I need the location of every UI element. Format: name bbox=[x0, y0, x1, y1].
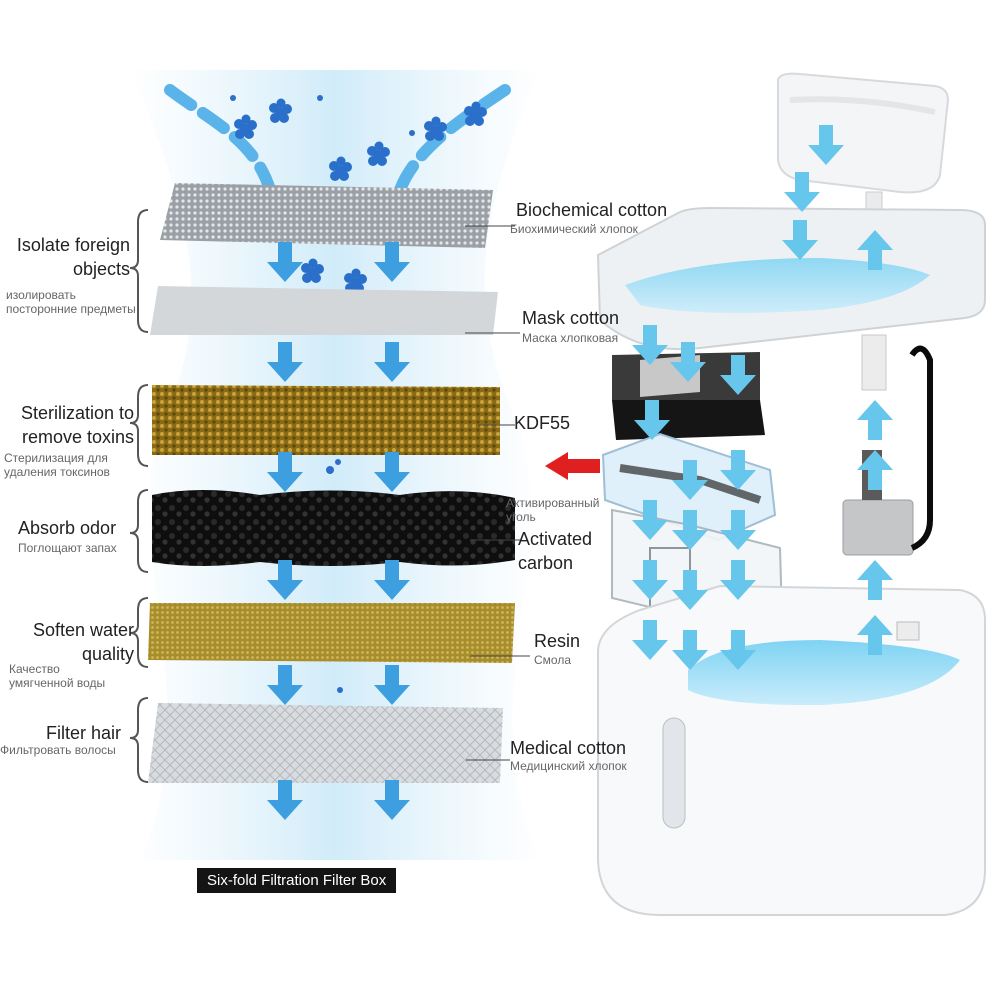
layer-label-resin-ru: Смола bbox=[534, 653, 572, 667]
left-braces bbox=[129, 209, 149, 783]
left-label-absorb-ru: Поглощают запах bbox=[18, 541, 117, 555]
layer-label-mask-ru: Маска хлопковая bbox=[522, 331, 619, 345]
layer-label-medical: Medical cotton bbox=[510, 738, 627, 758]
layer-resin bbox=[148, 603, 515, 663]
left-label-soften: Soften water quality bbox=[32, 620, 134, 664]
left-label-sterilization: Sterilization to remove toxins bbox=[20, 403, 134, 447]
layer-label-medical-ru: Медицинский хлопок bbox=[510, 759, 627, 773]
top-tray bbox=[777, 72, 950, 194]
layer-medical-cotton bbox=[148, 703, 503, 783]
red-left-arrow-icon bbox=[545, 452, 600, 480]
caption: Six-fold Filtration Filter Box bbox=[197, 868, 397, 893]
layer-label-mask: Mask cotton bbox=[522, 308, 620, 328]
pump bbox=[842, 499, 914, 556]
layer-label-biochemical-ru: Биохимический хлопок bbox=[510, 222, 638, 236]
left-label-filter-hair-ru: Фильтровать волосы bbox=[0, 743, 116, 757]
water-flow-glow bbox=[130, 70, 540, 860]
left-label-sterilization-ru: Стерилизация для удаления токсинов bbox=[4, 451, 110, 479]
left-label-isolate-ru: изолировать посторонние предметы bbox=[6, 288, 136, 316]
left-label-absorb: Absorb odor bbox=[18, 518, 117, 538]
left-label-isolate: Isolate foreign objects bbox=[16, 235, 130, 279]
inflow-curve-left bbox=[164, 84, 276, 196]
layer-mask-cotton bbox=[150, 286, 498, 335]
layer-label-kdf55: KDF55 bbox=[514, 413, 571, 433]
leader-lines bbox=[465, 225, 530, 761]
left-label-filter-hair: Filter hair bbox=[46, 723, 122, 743]
layer-biochemical-cotton bbox=[160, 183, 493, 248]
layer-label-resin: Resin bbox=[534, 631, 581, 651]
layer-label-carbon-ru: Активированный уголь bbox=[506, 496, 600, 524]
layer-kdf55 bbox=[152, 385, 500, 455]
layer-label-biochemical: Biochemical cotton bbox=[516, 200, 668, 220]
left-label-soften-ru: Качество умягченной воды bbox=[9, 662, 106, 690]
layer-label-carbon: Activated carbon bbox=[518, 529, 593, 573]
layer-activated-carbon bbox=[152, 490, 515, 566]
